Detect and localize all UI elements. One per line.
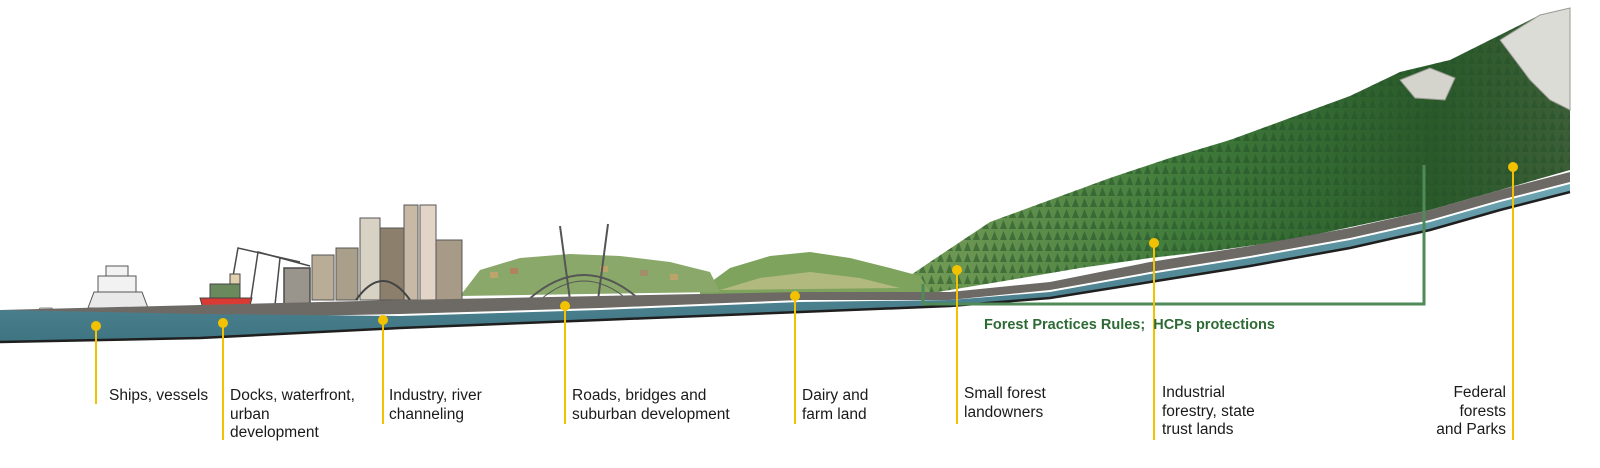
rocky-peak bbox=[1499, 7, 1571, 111]
farm-fields bbox=[720, 272, 900, 290]
label-small-forest: Small forest landowners bbox=[964, 385, 1046, 421]
label-ships: Ships, vessels bbox=[109, 387, 209, 404]
cruise-ship bbox=[87, 265, 149, 309]
water-edge bbox=[0, 190, 1571, 344]
marker-industry bbox=[378, 315, 388, 424]
city-skyline bbox=[311, 204, 463, 301]
label-dairy: Dairy and farm land bbox=[802, 387, 869, 423]
marker-federal bbox=[1508, 162, 1518, 440]
bridge bbox=[527, 223, 641, 301]
suburban-houses bbox=[490, 266, 678, 280]
marker-ships bbox=[91, 321, 101, 404]
marker-small-forest bbox=[952, 265, 962, 424]
regulation-bracket bbox=[921, 165, 1426, 306]
marker-roads bbox=[560, 301, 570, 424]
label-roads: Roads, bridges and suburban development bbox=[572, 387, 730, 423]
river-bank bbox=[0, 172, 1570, 320]
label-federal: Federal forests and Parks bbox=[1436, 384, 1506, 438]
label-industrial-forestry: Industrial forestry, state trust lands bbox=[1162, 384, 1255, 438]
marker-industrial-forestry bbox=[1149, 238, 1159, 440]
marker-dairy bbox=[790, 291, 800, 424]
label-industry: Industry, river channeling bbox=[389, 387, 482, 423]
regulation-bracket-label: Forest Practices Rules; HCPs protections bbox=[984, 317, 1275, 333]
rocky-outcrop bbox=[1399, 67, 1456, 101]
forest-texture bbox=[880, 8, 1570, 298]
label-docks: Docks, waterfront, urban development bbox=[230, 387, 355, 441]
water bbox=[0, 184, 1570, 342]
marker-docks bbox=[218, 318, 228, 440]
